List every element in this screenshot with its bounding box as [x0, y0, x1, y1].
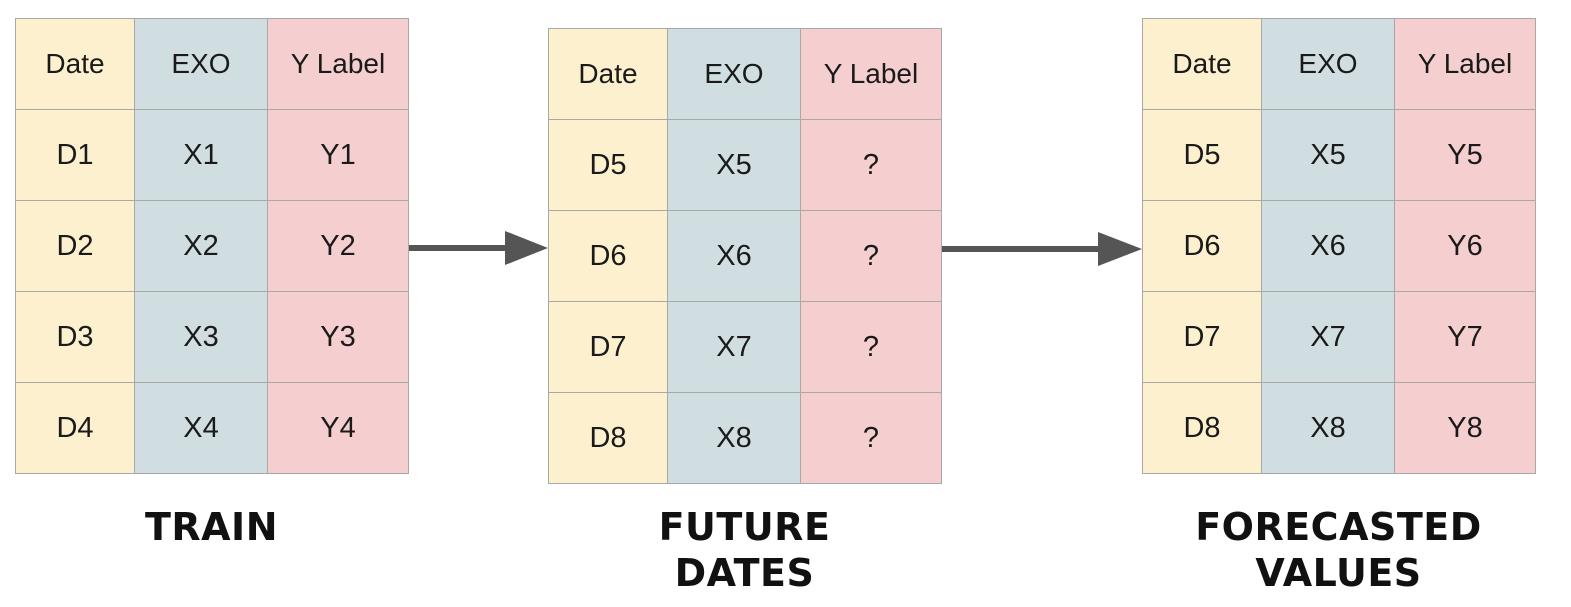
table-row: D8 X8 Y8 [1142, 382, 1536, 474]
table-row: D1 X1 Y1 [15, 109, 409, 201]
date-cell: D2 [15, 200, 135, 292]
table-row: D2 X2 Y2 [15, 200, 409, 292]
train-table: Date EXO Y Label D1 X1 Y1 D2 X2 Y2 D3 X3… [15, 18, 409, 474]
header-y-label: Y Label [267, 18, 409, 110]
exo-cell: X6 [667, 210, 801, 302]
y-cell: ? [800, 392, 942, 484]
header-date: Date [1142, 18, 1262, 110]
date-cell: D5 [1142, 109, 1262, 201]
exo-cell: X7 [667, 301, 801, 393]
exo-cell: X5 [1261, 109, 1395, 201]
y-cell: ? [800, 301, 942, 393]
date-cell: D8 [1142, 382, 1262, 474]
table-row: D5 X5 Y5 [1142, 109, 1536, 201]
header-date: Date [548, 28, 668, 120]
date-cell: D5 [548, 119, 668, 211]
date-cell: D7 [1142, 291, 1262, 383]
y-cell: Y6 [1394, 200, 1536, 292]
y-cell: Y2 [267, 200, 409, 292]
table-header-row: Date EXO Y Label [15, 18, 409, 110]
arrow-right-icon [942, 232, 1142, 266]
y-cell: Y1 [267, 109, 409, 201]
table-row: D5 X5 ? [548, 119, 942, 211]
y-cell: Y3 [267, 291, 409, 383]
caption-line: VALUES [1255, 551, 1422, 595]
table-header-row: Date EXO Y Label [1142, 18, 1536, 110]
y-cell: ? [800, 210, 942, 302]
date-cell: D7 [548, 301, 668, 393]
table-header-row: Date EXO Y Label [548, 28, 942, 120]
forecasted-values-table: Date EXO Y Label D5 X5 Y5 D6 X6 Y6 D7 X7… [1142, 18, 1536, 474]
exo-cell: X7 [1261, 291, 1395, 383]
y-cell: Y4 [267, 382, 409, 474]
table-row: D8 X8 ? [548, 392, 942, 484]
future-dates-caption: FUTURE DATES [548, 504, 941, 596]
caption-line: FORECASTED [1195, 505, 1482, 549]
date-cell: D4 [15, 382, 135, 474]
forecasted-values-caption: FORECASTED VALUES [1142, 504, 1535, 596]
table-row: D6 X6 ? [548, 210, 942, 302]
table-row: D3 X3 Y3 [15, 291, 409, 383]
exo-cell: X8 [667, 392, 801, 484]
y-cell: ? [800, 119, 942, 211]
arrow-right-icon [409, 231, 548, 265]
exo-cell: X6 [1261, 200, 1395, 292]
table-row: D4 X4 Y4 [15, 382, 409, 474]
header-date: Date [15, 18, 135, 110]
header-y-label: Y Label [1394, 18, 1536, 110]
header-exo: EXO [1261, 18, 1395, 110]
caption-line: TRAIN [144, 505, 279, 549]
table-row: D6 X6 Y6 [1142, 200, 1536, 292]
table-row: D7 X7 ? [548, 301, 942, 393]
y-cell: Y7 [1394, 291, 1536, 383]
future-dates-table: Date EXO Y Label D5 X5 ? D6 X6 ? D7 X7 ?… [548, 28, 942, 484]
date-cell: D6 [1142, 200, 1262, 292]
exo-cell: X2 [134, 200, 268, 292]
caption-line: DATES [674, 551, 815, 595]
y-cell: Y8 [1394, 382, 1536, 474]
header-exo: EXO [667, 28, 801, 120]
exo-cell: X4 [134, 382, 268, 474]
date-cell: D8 [548, 392, 668, 484]
date-cell: D3 [15, 291, 135, 383]
exo-cell: X5 [667, 119, 801, 211]
train-caption: TRAIN [15, 504, 408, 550]
header-exo: EXO [134, 18, 268, 110]
date-cell: D6 [548, 210, 668, 302]
caption-line: FUTURE [658, 505, 831, 549]
exo-cell: X3 [134, 291, 268, 383]
exo-cell: X8 [1261, 382, 1395, 474]
table-row: D7 X7 Y7 [1142, 291, 1536, 383]
exo-cell: X1 [134, 109, 268, 201]
date-cell: D1 [15, 109, 135, 201]
header-y-label: Y Label [800, 28, 942, 120]
y-cell: Y5 [1394, 109, 1536, 201]
